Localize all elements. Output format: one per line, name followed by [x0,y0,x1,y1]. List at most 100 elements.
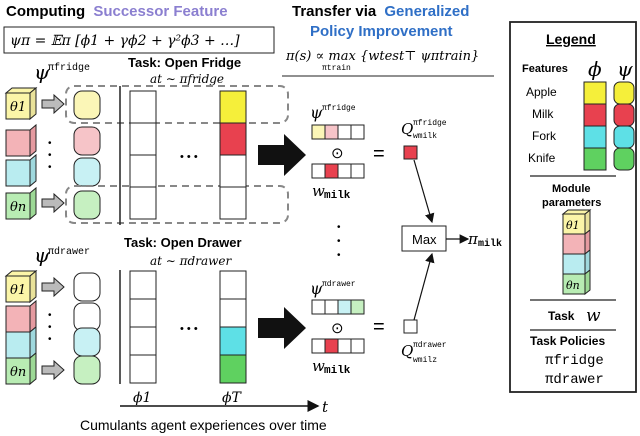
legend-phi-milk [583,103,607,127]
legend-phi-symbol: ϕ [588,57,602,81]
phi1-fridge-2 [129,122,157,156]
legend-theta-cell-3 [562,253,586,275]
legend-psi-symbol: ψ [617,57,633,81]
legend-theta-first: θ1 [566,219,580,232]
gpi-top-equals: = [373,143,385,165]
legend-item-fork: Fork [532,129,557,143]
time-t-label: t [322,398,329,416]
gpi-vdots-3: • [337,250,341,261]
gpi-bottom-q-super: πdrawer [413,341,447,350]
theta-dots-2: • [48,150,52,161]
gpi-bottom-psi: ψ [310,279,323,298]
computing-section: Computing Successor Feature ψπ = 𝔼π [ϕ1 … [3,3,275,54]
gpi-bottom-psi-cell-2 [324,299,339,315]
pi-out: π [467,230,479,248]
phiT-fridge-2 [219,122,247,156]
psi-fridge-2 [73,126,101,156]
legend-task-label: Task [548,309,575,323]
legend-phi-fork [583,125,607,149]
legend-psi-milk [613,103,635,127]
phiT-fridge-3 [219,154,247,188]
gpi-top-w-label: w [312,182,325,200]
gpi-bottom-w-cell-4 [350,338,365,354]
legend-features-label: Features [522,63,568,75]
theta-cell-2-side [29,123,37,158]
theta2-cell-2 [5,305,31,333]
legend-task-policies-label: Task Policies [530,334,605,348]
legend-phi-apple [583,81,607,105]
gpi-top-odot: ⊙ [331,145,344,162]
max-label: Max [412,232,437,247]
gpi-top-psi-cell-4 [350,124,365,140]
gpi-top-q: Q [401,120,413,138]
transfer-title-highlight-2: Policy Improvement [310,23,453,40]
task-fridge-title: Task: Open Fridge [128,55,241,70]
transfer-section: Transfer via Generalized Policy Improvem… [258,3,502,377]
gpi-bottom-w-label: w [312,357,325,375]
gpi-top-psi: ψ [310,103,323,122]
pi-out-sub: milk [478,238,502,250]
theta-cell-2 [5,129,31,157]
gpi-bottom-psi-cell-3 [337,299,352,315]
theta2-arrows [41,276,65,381]
psi-fridge-4 [73,190,101,220]
phi1-drawer-4 [129,354,157,384]
legend-psi-fork [613,125,635,149]
legend-psi-apple [613,81,635,105]
theta2-dots-2: • [48,322,52,333]
psi-fridge-3 [73,157,101,187]
gpi-bottom-psi-cell-1 [311,299,326,315]
task-fridge-action: at ∼ πfridge [150,72,224,86]
gpi-top-psi-cell-3 [337,124,352,140]
q-top-to-max [413,159,435,224]
legend-theta-cell-2 [562,233,586,255]
phiT-drawer-2 [219,298,247,328]
gpi-bottom-equals: = [373,316,385,338]
transfer-title-line1: Transfer via Generalized [292,3,469,20]
gpi-top-psi-cell-2 [324,124,339,140]
theta-cell-1-side [29,86,37,121]
legend-theta-cell-4-side [584,268,591,296]
gpi-bottom-w-cell-3 [337,338,352,354]
legend-policy-drawer: πdrawer [545,372,604,388]
theta2-cell-3 [5,331,31,359]
theta2-first-label: θ1 [10,283,26,298]
theta-cell-1 [5,92,31,120]
theta2-dots-1: • [48,310,52,321]
phi-last-label: ϕT [222,390,243,406]
legend-psi-knife [613,147,635,171]
transfer-title-highlight-1: Generalized [384,3,469,20]
theta-cell-3 [5,159,31,187]
gpi-top-q-sub: wmilk [413,132,437,141]
phiT-drawer-3 [219,326,247,356]
legend-item-apple: Apple [526,85,557,99]
gpi-bottom-q-sub: wmilz [413,356,437,365]
task-drawer-psi-super: πdrawer [48,246,90,258]
gpi-vdots-2: • [337,236,341,247]
formula-box [3,26,275,54]
legend-title: Legend [546,31,596,47]
task-drawer: Task: Open Drawer ψ πdrawer at ∼ πdrawer… [4,235,247,386]
theta-arrows [41,93,65,214]
phi-first-label: ϕ1 [133,390,151,406]
theta-cell-3-side [29,153,37,188]
task-fridge-psi: ψ [34,60,50,84]
theta-arrow-1 [41,93,65,115]
legend-policy-fridge: πfridge [545,353,604,369]
phi1-drawer-1 [129,270,157,300]
time-caption: Cumulants agent experiences over time [80,417,327,433]
gpi-bottom-w-cell-1 [311,338,326,354]
big-arrow-top [258,134,306,176]
theta-dots-3: • [48,162,52,173]
phiT-drawer-1 [219,270,247,300]
computing-title-prefix: Computing [6,3,85,20]
gpi-top-w-sub: milk [324,190,351,202]
phiT-fridge-4 [219,186,247,220]
task-fridge-psi-super: πfridge [48,62,90,74]
ellipsis-fridge: • • • [180,151,198,163]
successor-formula: ψπ = 𝔼π [ϕ1 + γϕ2 + γ²ϕ3 + …] [10,33,240,49]
phi1-drawer-3 [129,326,157,356]
psi-drawer-4 [73,355,101,385]
computing-title: Computing Successor Feature [6,3,228,20]
dashed-row-bottom [65,185,289,224]
